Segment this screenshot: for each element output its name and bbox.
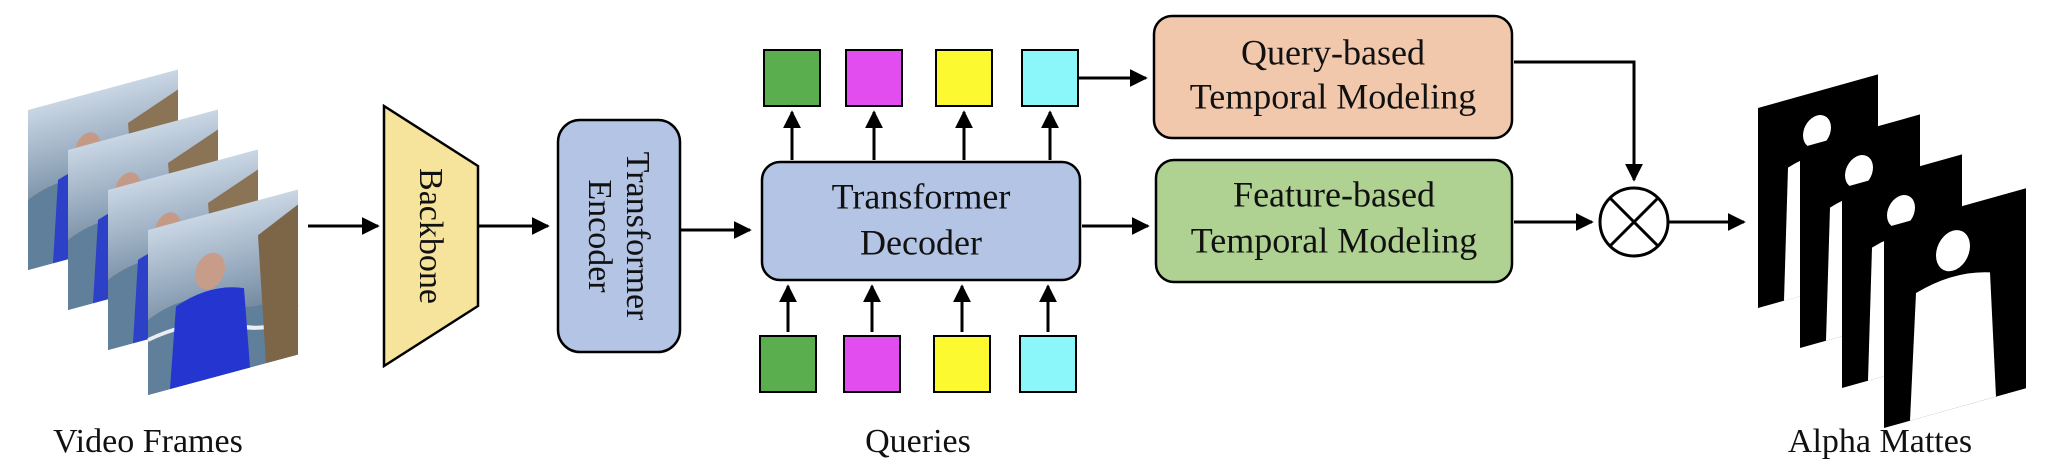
- input-query-3: [933, 335, 991, 393]
- alpha-mattes-label: Alpha Mattes: [1788, 423, 1972, 460]
- query-temporal-line1: Query-based: [1241, 32, 1425, 72]
- feature-temporal-block: [1154, 158, 1514, 284]
- output-query-1: [763, 49, 821, 107]
- circled-times-icon: [1598, 186, 1670, 258]
- input-query-2: [843, 335, 901, 393]
- transformer-encoder-block: [556, 118, 682, 354]
- queries-label: Queries: [865, 423, 971, 460]
- video-frames-stack: [28, 69, 300, 395]
- transformer-encoder-text: Transformer Encoder: [581, 152, 656, 321]
- feature-temporal-line2: Temporal Modeling: [1191, 220, 1477, 260]
- alpha-mattes-stack: [1758, 74, 2026, 428]
- transformer-decoder-line1: Transformer: [832, 176, 1011, 216]
- input-query-4: [1019, 335, 1077, 393]
- query-temporal-block: [1152, 14, 1514, 140]
- output-queries: [763, 49, 1079, 160]
- video-frames-label: Video Frames: [53, 423, 243, 460]
- input-queries: [759, 284, 1077, 393]
- output-query-2: [845, 49, 903, 107]
- query-temporal-line2: Temporal Modeling: [1190, 76, 1476, 116]
- transformer-encoder-line1: Transformer: [619, 152, 656, 321]
- transformer-decoder-block: [760, 160, 1082, 282]
- alpha-matte-4: [1884, 188, 2026, 428]
- feature-temporal-line1: Feature-based: [1233, 174, 1435, 214]
- output-query-4: [1021, 49, 1079, 107]
- input-query-1: [759, 335, 817, 393]
- transformer-decoder-line2: Decoder: [860, 222, 982, 262]
- transformer-encoder-line2: Encoder: [581, 179, 618, 293]
- arrow-query-temporal-to-combine: [1514, 60, 1643, 182]
- backbone-block: [382, 103, 480, 369]
- backbone-label: Backbone: [412, 168, 449, 304]
- output-query-3: [935, 49, 993, 107]
- video-frame-4: [147, 189, 300, 395]
